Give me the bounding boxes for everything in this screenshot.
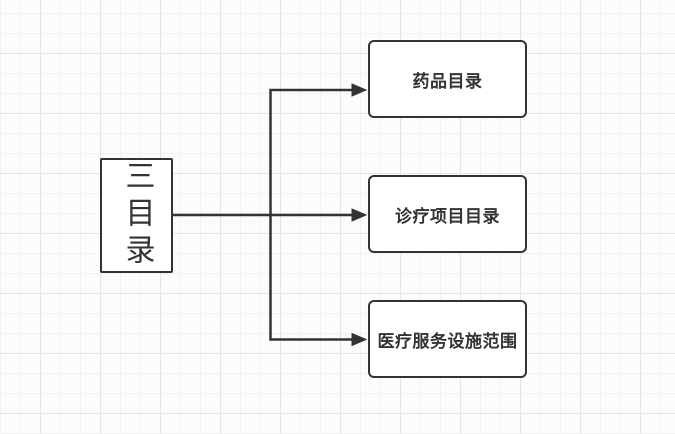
node-root-catalog: 三目录	[100, 158, 173, 273]
arrowhead-drug-icon	[351, 83, 368, 97]
connector-root-to-drug	[269, 88, 352, 215]
node-drug-catalog: 药品目录	[368, 40, 527, 118]
node-root-label: 三目录	[119, 160, 155, 271]
node-treatment-catalog: 诊疗项目目录	[368, 175, 527, 253]
node-drug-catalog-label: 药品目录	[412, 71, 483, 92]
connector-root-to-facility	[269, 215, 352, 341]
node-facility-scope: 医疗服务设施范围	[368, 300, 527, 378]
node-treatment-catalog-label: 诊疗项目目录	[395, 206, 500, 227]
node-facility-scope-label: 医疗服务设施范围	[377, 331, 518, 352]
arrowhead-facility-icon	[351, 332, 368, 347]
arrowhead-treatment-icon	[351, 208, 368, 222]
